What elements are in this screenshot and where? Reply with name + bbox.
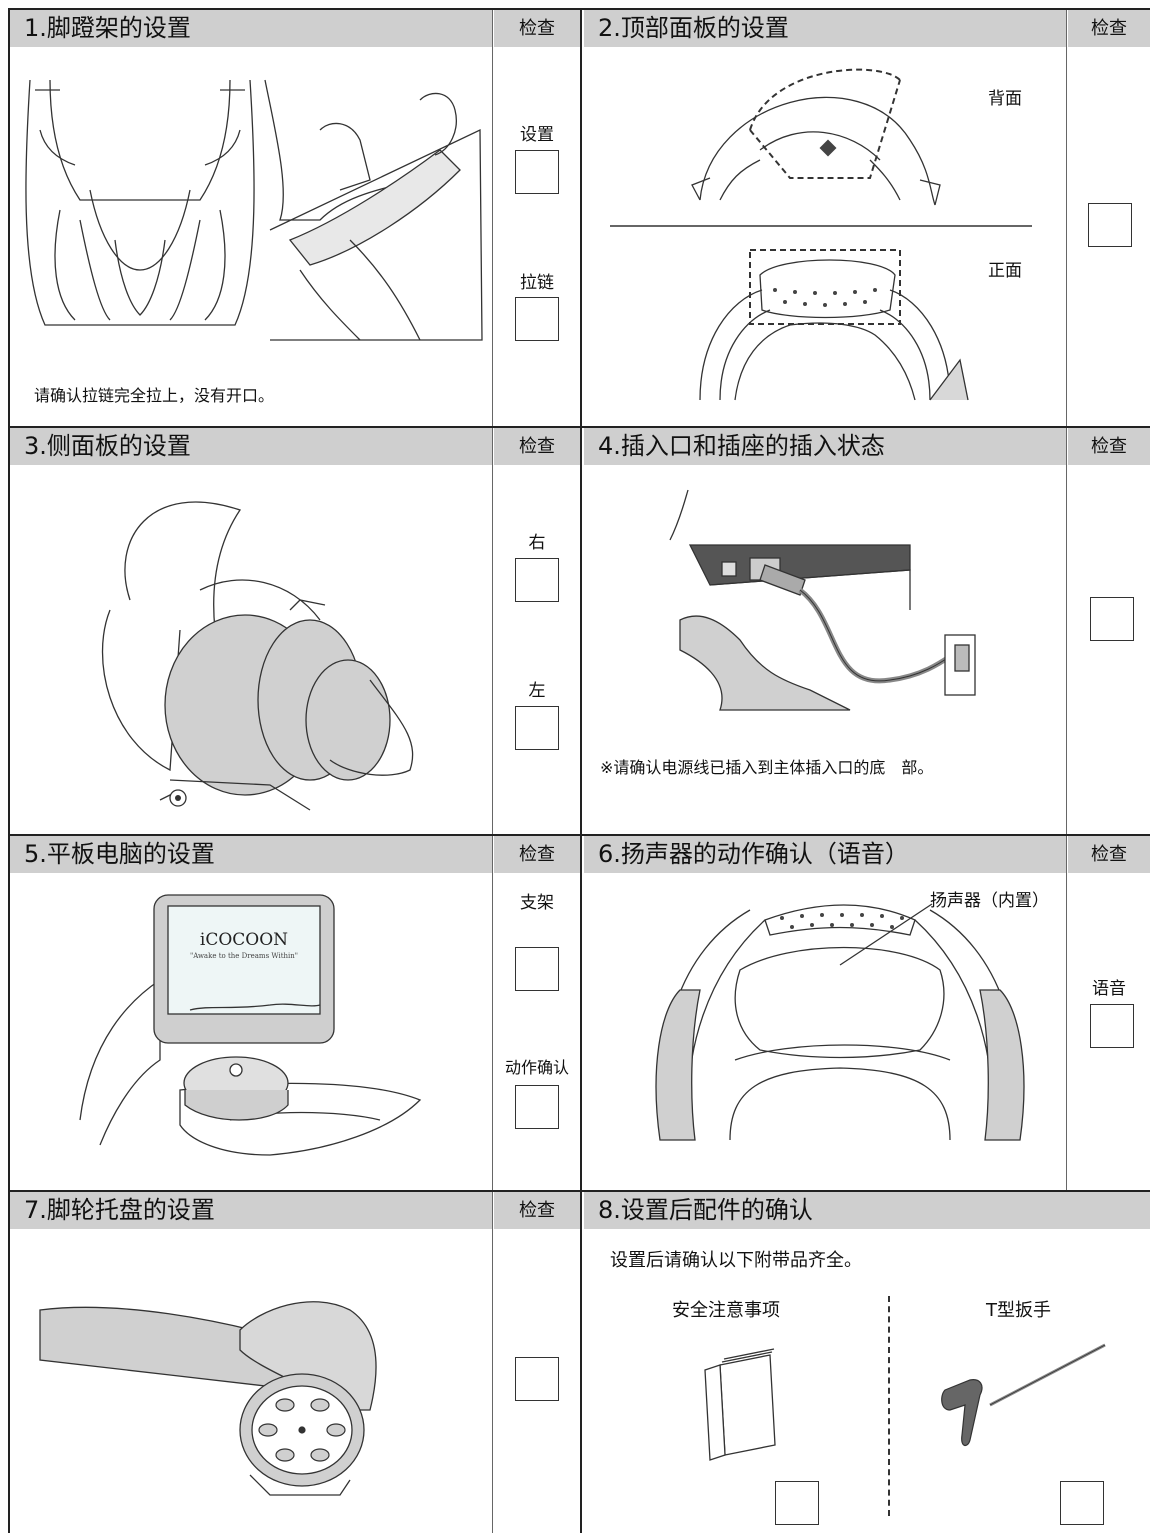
section-5-header: 5.平板电脑的设置 xyxy=(10,836,492,873)
section-8-header: 8.设置后配件的确认 xyxy=(584,1192,1150,1229)
power-socket-illustration xyxy=(669,489,976,711)
grid-line xyxy=(8,834,1150,836)
section-5-check-header: 检查 xyxy=(494,836,580,873)
section-2-check-header: 检查 xyxy=(1068,10,1150,47)
stand-checkbox[interactable] xyxy=(515,947,559,991)
section-8-intro: 设置后请确认以下附带品齐全。 xyxy=(610,1250,862,1271)
left-side-label: 左 xyxy=(528,681,546,701)
right-side-checkbox[interactable] xyxy=(515,558,559,602)
section-6-header: 6.扬声器的动作确认（语音） xyxy=(584,836,1066,873)
section-3-header: 3.侧面板的设置 xyxy=(10,428,492,465)
section-7-header: 7.脚轮托盘的设置 xyxy=(10,1192,492,1229)
voice-checkbox[interactable] xyxy=(1090,1004,1134,1048)
section-6-check-header: 检查 xyxy=(1068,836,1150,873)
back-label: 背面 xyxy=(988,89,1022,109)
section-4-note: ※请确认电源线已插入到主体插入口的底 部。 xyxy=(600,758,934,777)
operation-check-label: 动作确认 xyxy=(504,1058,569,1077)
voice-label: 语音 xyxy=(1092,979,1126,999)
caster-tray-illustration xyxy=(39,1301,377,1496)
grid-line xyxy=(580,10,582,1533)
section-7-check-header: 检查 xyxy=(494,1192,580,1229)
footrest-illustration xyxy=(25,79,483,341)
side-panel-illustration xyxy=(101,501,414,811)
section-1-header: 1.脚蹬架的设置 xyxy=(10,10,492,47)
caster-tray-checkbox[interactable] xyxy=(515,1357,559,1401)
item-divider xyxy=(888,1296,890,1516)
grid-line xyxy=(8,8,1150,10)
zipper-label: 拉链 xyxy=(520,273,554,293)
safety-notes-label: 安全注意事项 xyxy=(672,1300,780,1321)
t-wrench-label: T型扳手 xyxy=(986,1300,1051,1321)
zipper-checkbox[interactable] xyxy=(515,297,559,341)
tablet-tagline-text: "Awake to the Dreams Within" xyxy=(189,952,298,960)
operation-check-checkbox[interactable] xyxy=(515,1085,559,1129)
front-label: 正面 xyxy=(988,261,1022,281)
right-side-label: 右 xyxy=(528,533,546,553)
section-7-title: 7.脚轮托盘的设置 xyxy=(24,1196,215,1224)
section-4-check-header: 检查 xyxy=(1068,428,1150,465)
t-wrench-illustration xyxy=(941,1343,1106,1446)
t-wrench-checkbox[interactable] xyxy=(1060,1481,1104,1525)
grid-line xyxy=(8,10,10,1533)
section-5-title: 5.平板电脑的设置 xyxy=(24,840,215,868)
tablet-illustration xyxy=(79,894,422,1156)
stand-label: 支架 xyxy=(520,893,554,913)
power-socket-checkbox[interactable] xyxy=(1090,597,1134,641)
speaker-illustration xyxy=(655,903,1025,1141)
section-2-header: 2.顶部面板的设置 xyxy=(584,10,1066,47)
speaker-callout: 扬声器（内置） xyxy=(930,891,1049,911)
section-2-title: 2.顶部面板的设置 xyxy=(598,14,789,42)
section-8-title: 8.设置后配件的确认 xyxy=(598,1196,813,1224)
grid-line xyxy=(1066,10,1067,1192)
section-1-check-header: 检查 xyxy=(494,10,580,47)
footrest-setup-label: 设置 xyxy=(520,125,554,145)
section-4-title: 4.插入口和插座的插入状态 xyxy=(598,432,885,460)
footrest-setup-checkbox[interactable] xyxy=(515,150,559,194)
safety-booklet-illustration xyxy=(704,1348,776,1461)
grid-line xyxy=(8,1190,1150,1192)
left-side-checkbox[interactable] xyxy=(515,706,559,750)
section-1-note: 请确认拉链完全拉上，没有开口。 xyxy=(34,386,275,405)
section-6-title: 6.扬声器的动作确认（语音） xyxy=(598,840,909,868)
tablet-brand-text: iCOCOON xyxy=(199,930,289,950)
grid-line xyxy=(8,426,1150,428)
top-panel-illustration xyxy=(610,68,1032,401)
top-panel-checkbox[interactable] xyxy=(1088,203,1132,247)
section-3-title: 3.侧面板的设置 xyxy=(24,432,191,460)
section-1-title: 1.脚蹬架的设置 xyxy=(24,14,191,42)
safety-notes-checkbox[interactable] xyxy=(775,1481,819,1525)
section-4-header: 4.插入口和插座的插入状态 xyxy=(584,428,1066,465)
grid-line xyxy=(492,10,493,1533)
section-3-check-header: 检查 xyxy=(494,428,580,465)
